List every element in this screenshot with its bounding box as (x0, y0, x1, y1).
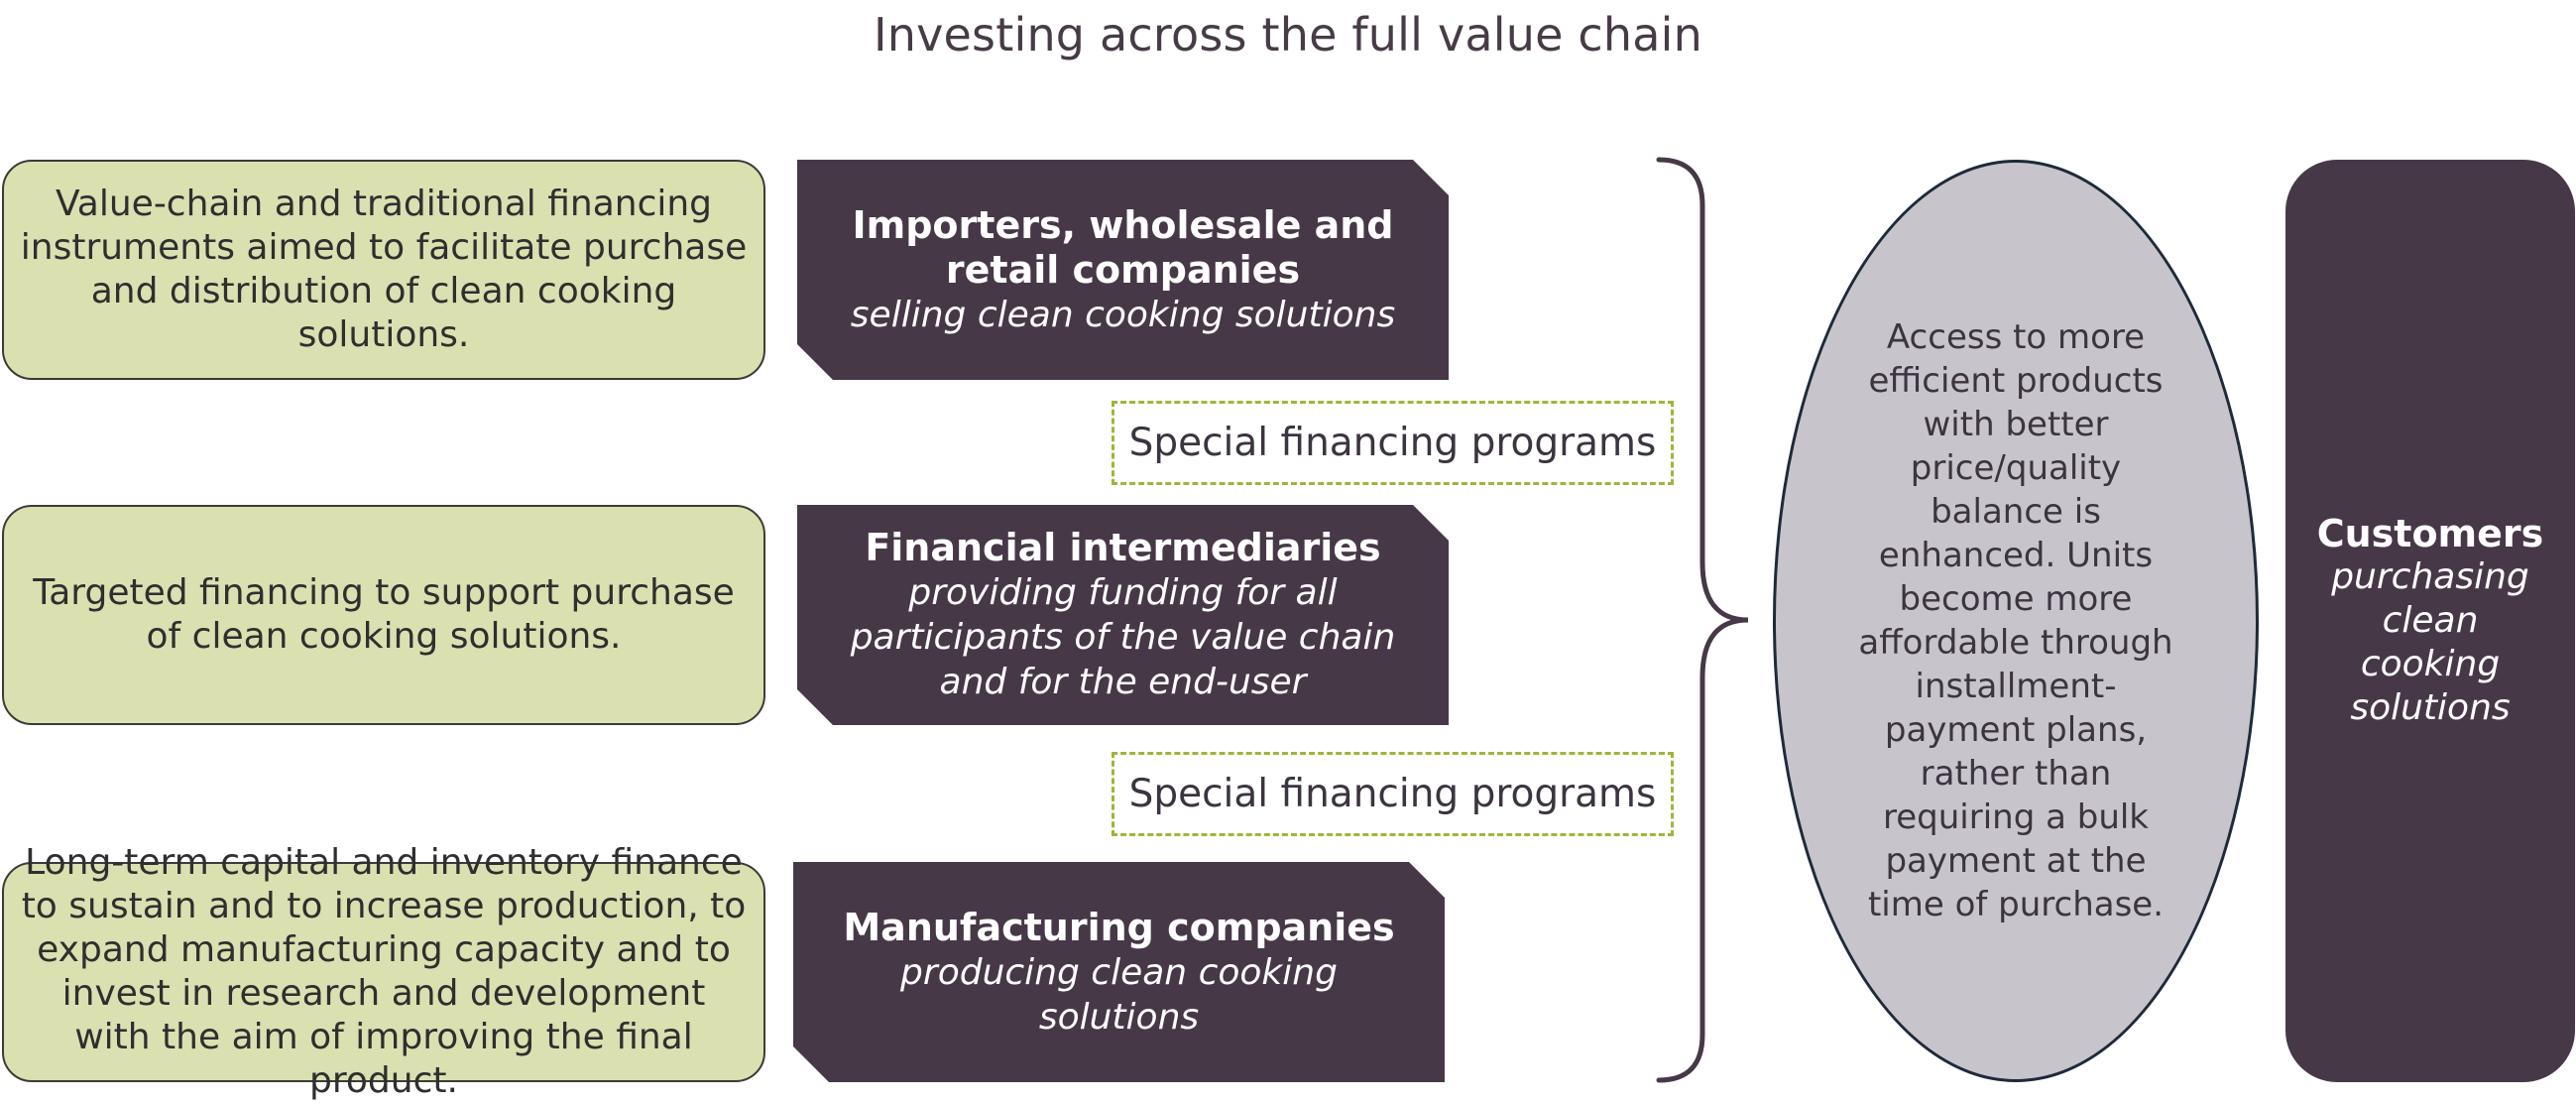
financing-box-distribution: Value-chain and traditional financing in… (2, 160, 765, 380)
actor-role: providing funding for all participants o… (850, 572, 1396, 702)
special-financing-programs-1: Special financing programs (1112, 401, 1674, 485)
financing-box-production: Long-term capital and inventory finance … (2, 842, 765, 1101)
special-financing-programs-2: Special financing programs (1112, 752, 1674, 836)
customers-name: Customers (2316, 512, 2544, 555)
diagram-title: Investing across the full value chain (874, 8, 1702, 61)
actor-box-manufacturers: Manufacturing companies producing clean … (793, 862, 1445, 1082)
actor-name: Financial intermediaries (865, 526, 1381, 569)
curly-brace (1656, 157, 1749, 1083)
customers-box: Customers purchasing clean cooking solut… (2285, 160, 2575, 1082)
customers-role: purchasing clean cooking solutions (2331, 556, 2529, 728)
actor-box-financial-intermediaries: Financial intermediaries providing fundi… (797, 505, 1449, 725)
actor-name: Importers, wholesale and retail companie… (852, 202, 1394, 292)
actor-box-importers: Importers, wholesale and retail companie… (797, 160, 1449, 380)
outcome-oval: Access to more efficient products with b… (1773, 160, 2259, 1082)
actor-name: Manufacturing companies (843, 905, 1395, 949)
financing-box-purchase: Targeted financing to support purchase o… (2, 505, 765, 725)
actor-role: producing clean cooking solutions (900, 951, 1338, 1038)
actor-role: selling clean cooking solutions (850, 294, 1396, 335)
